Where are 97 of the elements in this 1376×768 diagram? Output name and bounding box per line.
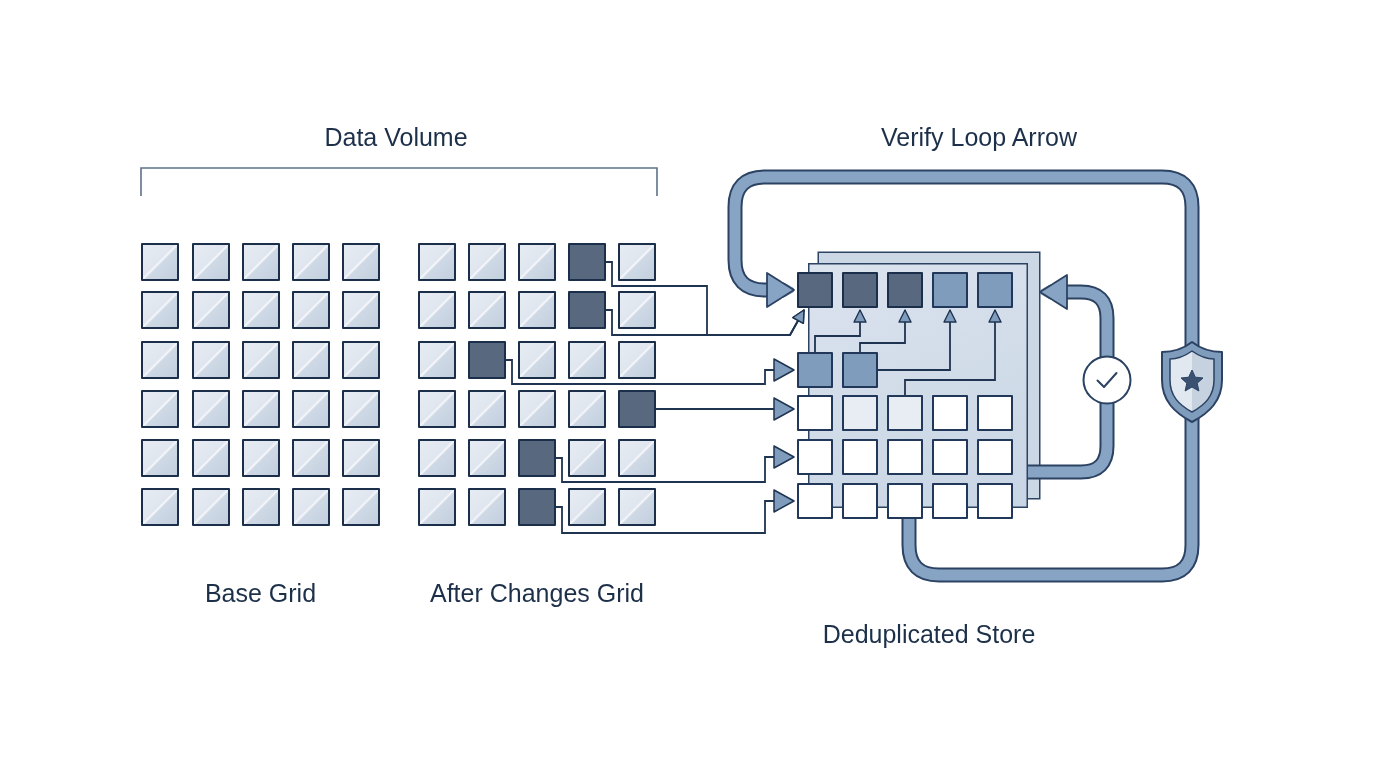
data-block [468,243,506,281]
empty-block [842,439,878,475]
data-block [618,439,656,477]
data-block [342,243,380,281]
empty-block [932,395,968,431]
data-block [618,341,656,379]
data-block [418,291,456,329]
data-block [518,341,556,379]
data-block [568,390,606,428]
changed-block [468,341,506,379]
empty-block [977,395,1013,431]
data-block [418,390,456,428]
empty-block [797,439,833,475]
stored-block [797,272,833,308]
data-block [468,390,506,428]
data-block [568,488,606,526]
data-block [292,341,330,379]
data-block [141,488,179,526]
data-block [568,439,606,477]
data-block [242,291,280,329]
changed-block [618,390,656,428]
data-block [568,341,606,379]
empty-block [887,439,923,475]
data-block [242,243,280,281]
empty-block [842,483,878,519]
data-block [342,291,380,329]
data-block [618,291,656,329]
changed-block [568,291,606,329]
data-block [418,439,456,477]
data-block [242,488,280,526]
arrow [859,309,912,353]
empty-block [932,439,968,475]
data-block [192,390,230,428]
arrow [605,309,805,336]
data-block [141,341,179,379]
empty-block [887,483,923,519]
changed-block [518,488,556,526]
data-block [342,390,380,428]
loop-arrow [729,171,1198,581]
data-block [418,488,456,526]
data-block [141,291,179,329]
changed-block [518,439,556,477]
data-block [518,291,556,329]
loop-label: Verify Loop Arrow [881,122,1077,152]
data-block [342,488,380,526]
arrow [555,445,795,483]
section-label: Data Volume [324,122,468,152]
stored-block [842,352,878,388]
data-block [292,243,330,281]
data-block [192,341,230,379]
empty-block [797,395,833,431]
changed-block [568,243,606,281]
stored-block [842,272,878,308]
data-block [192,439,230,477]
data-block [192,291,230,329]
data-block [242,439,280,477]
data-block [468,439,506,477]
grid-caption: Base Grid [204,578,317,608]
data-block [468,488,506,526]
stored-block [887,272,923,308]
arrow [555,489,795,534]
data-block [518,390,556,428]
stored-block [797,352,833,388]
data-block [342,341,380,379]
empty-block [797,483,833,519]
data-block [468,291,506,329]
data-block [292,488,330,526]
data-block [141,390,179,428]
arrow [655,397,795,421]
data-block [618,488,656,526]
grid-caption: After Changes Grid [430,578,644,608]
empty-block [932,483,968,519]
data-block [618,243,656,281]
arrow [505,358,795,385]
data-block [192,243,230,281]
data-block [418,341,456,379]
data-block [141,439,179,477]
data-block [342,439,380,477]
data-block [242,390,280,428]
data-block [292,390,330,428]
stored-block [842,395,878,431]
arrow [814,309,867,353]
data-block [242,341,280,379]
data-block [292,439,330,477]
data-block [518,243,556,281]
empty-block [977,483,1013,519]
stored-block [977,272,1013,308]
data-block [141,243,179,281]
arrow [877,309,957,371]
stored-block [887,395,923,431]
empty-block [977,439,1013,475]
data-block [292,291,330,329]
store-caption: Deduplicated Store [822,619,1036,649]
arrow [904,309,1002,396]
data-block [418,243,456,281]
data-block [192,488,230,526]
stored-block [932,272,968,308]
